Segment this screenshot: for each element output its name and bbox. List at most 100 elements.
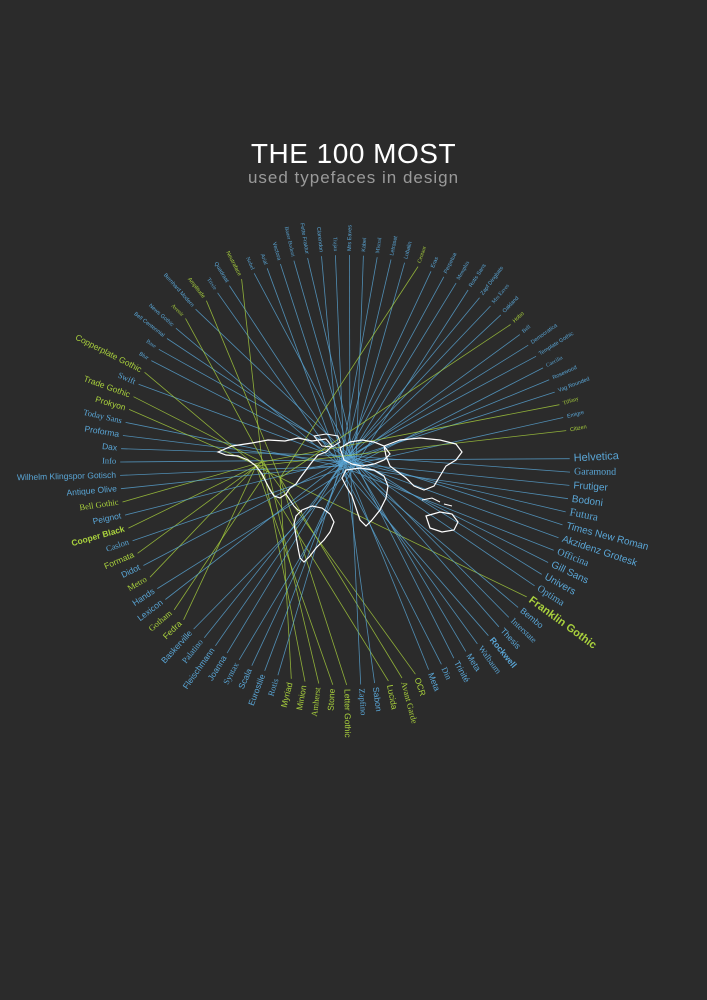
map-south-america [293,505,335,563]
connection-line [255,430,567,467]
connection-line [277,465,341,676]
connection-line [355,463,500,628]
connection-line [120,463,357,490]
connection-line [185,318,269,471]
connection-line [158,348,351,457]
connection-line [149,465,257,578]
connection-line [355,289,469,465]
connection-line [122,461,263,503]
connection-line [343,305,491,461]
connection-line [349,455,563,526]
connection-line [349,455,362,685]
typeface-label: Amplitude [186,277,206,300]
typeface-label: Stone [326,688,337,711]
typeface-label: Mistral [375,237,383,254]
connection-line [157,463,357,589]
connection-line [251,455,351,666]
page-title: THE 100 MOST [250,138,457,169]
connection-line [339,379,550,467]
typeface-label: Arial [259,253,268,265]
connection-line [307,257,357,465]
connection-line [238,463,357,661]
typeface-labels: HelveticaGaramondFrutigerBodoniFuturaTim… [17,223,650,739]
connection-line [348,254,351,457]
typeface-label: Proforma [84,424,120,440]
connection-line [261,461,306,682]
page-subtitle: used typefaces in design [247,168,460,187]
typeface-label: Hobo [512,311,526,324]
typeface-label: Quadraat [213,261,230,284]
connection-line [217,292,341,467]
connection-line [173,469,269,611]
connection-line [261,404,560,463]
connection-line [132,463,357,542]
typeface-label: Frutiger [573,480,609,493]
connection-lines [120,254,571,686]
typeface-label: Lubalin [403,241,413,260]
typeface-label: Wilhelm Klingspor Gotisch [17,470,117,482]
typeface-label: Bell Gothic [79,497,120,513]
connection-line [128,409,269,471]
map-indonesia [421,497,453,507]
connection-line [128,465,257,529]
connection-line [339,257,378,467]
connection-line [279,477,292,679]
connection-line [120,465,341,476]
map-greenland [313,433,341,448]
map-australia [425,511,459,533]
connection-line [253,273,357,465]
typeface-label: Memphis [456,260,471,281]
typeface-label: Amherst [309,686,322,717]
typeface-label: Din [440,665,455,681]
connection-line [266,268,341,467]
connection-line [279,266,419,479]
connection-line [343,459,566,513]
connection-line [343,459,429,670]
connection-line [193,463,357,630]
connection-line [183,465,257,620]
typeface-label: Caecilia [545,355,564,369]
connection-line [343,459,549,563]
typeface-label: Centaur [417,245,428,264]
connection-line [355,463,559,539]
typeface-label: Trixie [205,277,218,292]
connection-line [226,465,341,654]
typeface-label: Antique Olive [66,483,118,497]
typeface-label: Mrs Eaves [491,283,511,305]
map-north-america [216,437,333,499]
connection-line [355,417,564,465]
connection-line [339,465,489,636]
typeface-label: Base [145,339,158,350]
typeface-label: Meta [426,671,442,693]
typeface-label: Zapfino [357,688,369,716]
connection-line [125,422,341,467]
typeface-label: Peignot [92,510,123,526]
typeface-label: Rotis [266,677,281,697]
connection-line [151,360,345,461]
typeface-label: Helvetica [573,450,620,464]
typeface-label: Kabel [361,237,368,252]
connection-line [349,282,457,457]
typeface-label: Perpetua [443,251,459,275]
connection-line [343,459,519,608]
typeface-label: Myriad [279,681,295,708]
connection-line [349,314,502,457]
connection-line [343,344,529,461]
typeface-label: Oakland [502,295,521,314]
connection-line [355,463,455,659]
typeface-label: OCR [413,676,428,697]
connection-line [137,461,263,554]
typeface-label: Mrs Eaves [347,225,354,251]
connection-line [355,463,535,587]
connection-line [339,465,554,551]
typeface-label: Neutraface [224,250,242,277]
typeface-label: Letraset [389,235,399,256]
typeface-label: Futura [569,506,600,523]
typeface-label: Avenir [170,303,185,318]
connection-line [206,300,281,479]
connection-line [279,477,348,686]
typeface-label: Copperplate Gothic [74,332,144,375]
connection-line [229,285,345,461]
map-central-america [285,493,303,513]
